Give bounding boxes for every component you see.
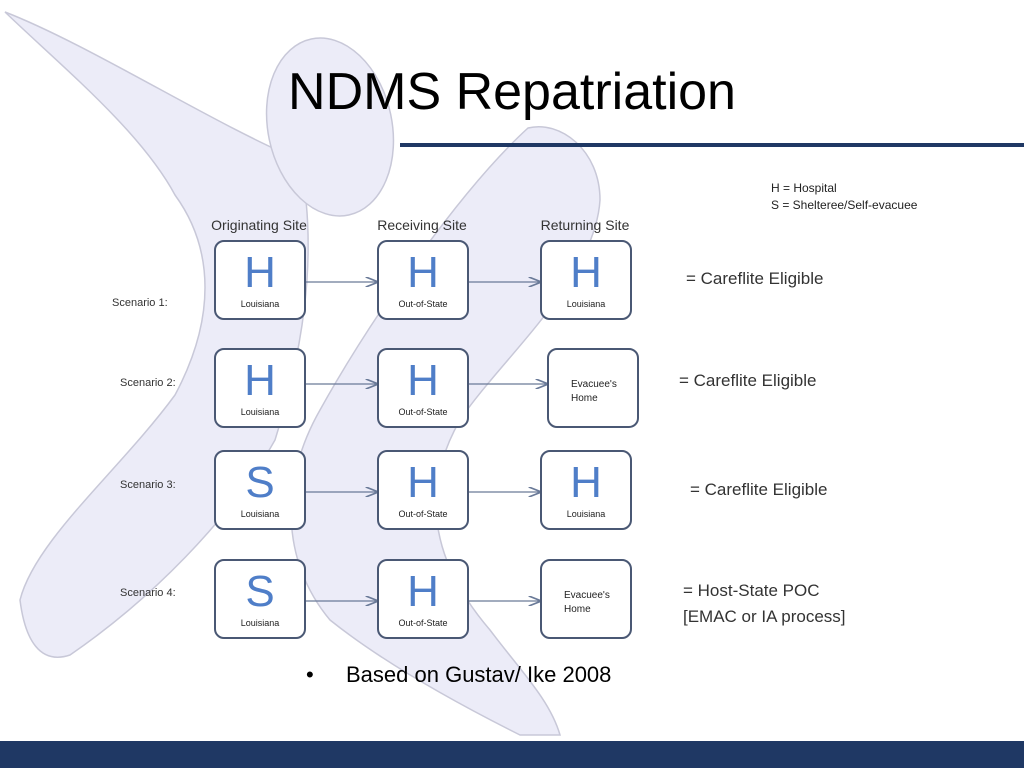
- site-letter: H: [407, 248, 439, 297]
- scenario-3-originating-box: S Louisiana: [214, 450, 306, 530]
- home-line-1: Evacuee's: [571, 379, 617, 390]
- scenario-1-originating-box: H Louisiana: [214, 240, 306, 320]
- column-header-returning: Returning Site: [540, 217, 630, 233]
- scenario-4-result: = Host-State POC [EMAC or IA process]: [683, 578, 846, 630]
- scenario-4-receiving-box: H Out-of-State: [377, 559, 469, 639]
- slide-title: NDMS Repatriation: [288, 63, 736, 121]
- site-state: Louisiana: [566, 509, 606, 519]
- bullet-text: Based on Gustav/ Ike 2008: [346, 662, 612, 687]
- site-state: Louisiana: [566, 299, 606, 309]
- site-state: Out-of-State: [398, 618, 448, 628]
- site-state: Louisiana: [240, 618, 280, 628]
- result-line: = Host-State POC: [683, 581, 820, 600]
- result-line: [EMAC or IA process]: [683, 607, 846, 626]
- site-letter: H: [570, 248, 602, 297]
- scenario-2-originating-box: H Louisiana: [214, 348, 306, 428]
- site-state: Out-of-State: [398, 299, 448, 309]
- scenario-4-label: Scenario 4:: [120, 587, 176, 599]
- home-line-1: Evacuee's: [564, 590, 610, 601]
- scenario-1-result: = Careflite Eligible: [686, 266, 824, 292]
- home-line-2: Home: [564, 604, 591, 615]
- site-state: Out-of-State: [398, 407, 448, 417]
- scenario-1-returning-box: H Louisiana: [540, 240, 632, 320]
- scenario-3-receiving-box: H Out-of-State: [377, 450, 469, 530]
- legend: H = Hospital S = Shelteree/Self-evacuee: [771, 180, 917, 214]
- scenario-4-originating-box: S Louisiana: [214, 559, 306, 639]
- home-line-2: Home: [571, 393, 598, 404]
- scenario-2-result: = Careflite Eligible: [679, 368, 817, 394]
- scenario-3-result: = Careflite Eligible: [690, 477, 828, 503]
- site-letter: S: [245, 458, 275, 507]
- site-letter: H: [244, 356, 276, 405]
- legend-shelteree: S = Shelteree/Self-evacuee: [771, 198, 918, 212]
- scenario-2-label: Scenario 2:: [120, 377, 176, 389]
- scenario-2-receiving-box: H Out-of-State: [377, 348, 469, 428]
- home-label: Evacuee's Home: [571, 378, 617, 406]
- site-letter: H: [407, 567, 439, 616]
- result-line: = Careflite Eligible: [690, 480, 828, 499]
- site-state: Out-of-State: [398, 509, 448, 519]
- column-header-receiving: Receiving Site: [377, 217, 467, 233]
- home-label: Evacuee's Home: [564, 589, 610, 617]
- result-line: = Careflite Eligible: [679, 371, 817, 390]
- site-letter: H: [570, 458, 602, 507]
- figure-head: [265, 37, 395, 217]
- scenario-4-returning-box: Evacuee's Home: [540, 559, 632, 639]
- scenario-2-returning-box: Evacuee's Home: [547, 348, 639, 428]
- footer-bar: [0, 741, 1024, 768]
- site-state: Louisiana: [240, 299, 280, 309]
- site-letter: H: [407, 458, 439, 507]
- site-state: Louisiana: [240, 509, 280, 519]
- column-header-originating: Originating Site: [211, 217, 307, 233]
- scenario-3-returning-box: H Louisiana: [540, 450, 632, 530]
- scenario-3-label: Scenario 3:: [120, 479, 176, 491]
- scenario-1-receiving-box: H Out-of-State: [377, 240, 469, 320]
- result-line: = Careflite Eligible: [686, 269, 824, 288]
- site-letter: S: [245, 567, 275, 616]
- site-state: Louisiana: [240, 407, 280, 417]
- site-letter: H: [407, 356, 439, 405]
- title-underline: [400, 143, 1024, 147]
- bullet-dot: •: [306, 662, 314, 687]
- bullet-item: • Based on Gustav/ Ike 2008: [306, 662, 611, 688]
- legend-hospital: H = Hospital: [771, 181, 837, 195]
- scenario-1-label: Scenario 1:: [112, 297, 168, 309]
- site-letter: H: [244, 248, 276, 297]
